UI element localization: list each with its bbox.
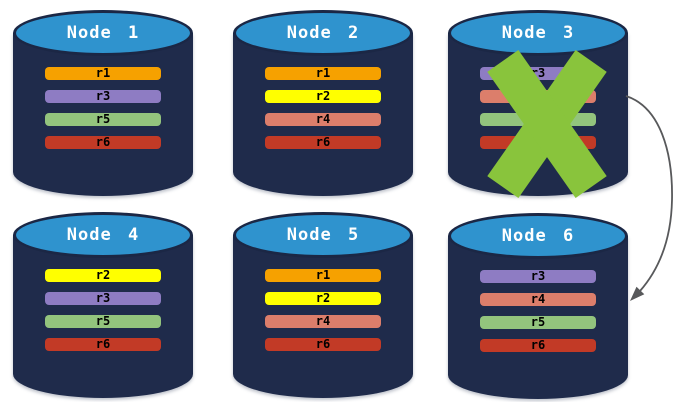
node-5-replicas: r1 r2 r4 r6 (265, 269, 381, 351)
failover-arrow-curve (625, 95, 673, 292)
replica-bar-r2: r2 (45, 269, 161, 282)
replica-bar-r2: r2 (265, 90, 381, 103)
replica-label: r2 (95, 268, 111, 282)
replica-bar-r6: r6 (265, 338, 381, 351)
replica-bar-r1: r1 (265, 269, 381, 282)
replica-bar-r4: r4 (265, 113, 381, 126)
node-5: Node 5 r1 r2 r4 r6 (233, 212, 413, 398)
replica-bar-r2: r2 (265, 292, 381, 305)
replica-label: r5 (95, 112, 111, 126)
replica-bar-r5: r5 (45, 113, 161, 126)
node-6-replicas: r3 r4 r5 r6 (480, 270, 596, 352)
node-2-lid: Node 2 (233, 10, 413, 56)
node-1: Node 1 r1 r3 r5 r6 (13, 10, 193, 196)
node-6-lid: Node 6 (448, 213, 628, 259)
replica-bar-r4: r4 (480, 293, 596, 306)
replica-label: r5 (95, 314, 111, 328)
replica-bar-r6: r6 (265, 136, 381, 149)
replica-bar-r5: r5 (480, 316, 596, 329)
node-5-lid: Node 5 (233, 212, 413, 258)
replica-bar-r6: r6 (45, 338, 161, 351)
node-3-label: Node 3 (501, 23, 575, 43)
failure-x-mark (487, 50, 607, 198)
replica-label: r1 (315, 66, 331, 80)
node-4-replicas: r2 r3 r5 r6 (45, 269, 161, 351)
replica-bar-r3: r3 (45, 90, 161, 103)
node-2: Node 2 r1 r2 r4 r6 (233, 10, 413, 196)
replica-label: r5 (530, 315, 546, 329)
replica-label: r6 (95, 337, 111, 351)
node-4-label: Node 4 (66, 225, 140, 245)
replica-bar-r3: r3 (480, 270, 596, 283)
replica-label: r4 (315, 112, 331, 126)
replica-label: r4 (315, 314, 331, 328)
arrow-head-icon (630, 286, 645, 301)
node-4-lid: Node 4 (13, 212, 193, 258)
replica-label: r3 (530, 269, 546, 283)
replica-label: r6 (315, 135, 331, 149)
node-3: Node 3 r3 (448, 10, 628, 198)
replica-label: r2 (315, 89, 331, 103)
replica-label: r2 (315, 291, 331, 305)
replica-bar-r3: r3 (45, 292, 161, 305)
replica-label: r6 (95, 135, 111, 149)
node-1-label: Node 1 (66, 23, 140, 43)
node-6-label: Node 6 (501, 226, 575, 246)
replica-label: r6 (530, 338, 546, 352)
node-1-lid: Node 1 (13, 10, 193, 56)
replica-label: r3 (95, 89, 111, 103)
replica-bar-r5: r5 (45, 315, 161, 328)
replica-bar-r6: r6 (480, 339, 596, 352)
replica-label: r1 (315, 268, 331, 282)
replica-label: r6 (315, 337, 331, 351)
node-6: Node 6 r3 r4 r5 r6 (448, 213, 628, 399)
replica-bar-r1: r1 (265, 67, 381, 80)
replica-label: r3 (95, 291, 111, 305)
node-2-label: Node 2 (286, 23, 360, 43)
node-3-lid: Node 3 (448, 10, 628, 56)
replica-label: r4 (530, 292, 546, 306)
node-2-replicas: r1 r2 r4 r6 (265, 67, 381, 149)
replica-bar-r6: r6 (45, 136, 161, 149)
replica-label: r1 (95, 66, 111, 80)
replica-bar-r4: r4 (265, 315, 381, 328)
node-5-label: Node 5 (286, 225, 360, 245)
replica-bar-r1: r1 (45, 67, 161, 80)
node-4: Node 4 r2 r3 r5 r6 (13, 212, 193, 398)
node-1-replicas: r1 r3 r5 r6 (45, 67, 161, 149)
